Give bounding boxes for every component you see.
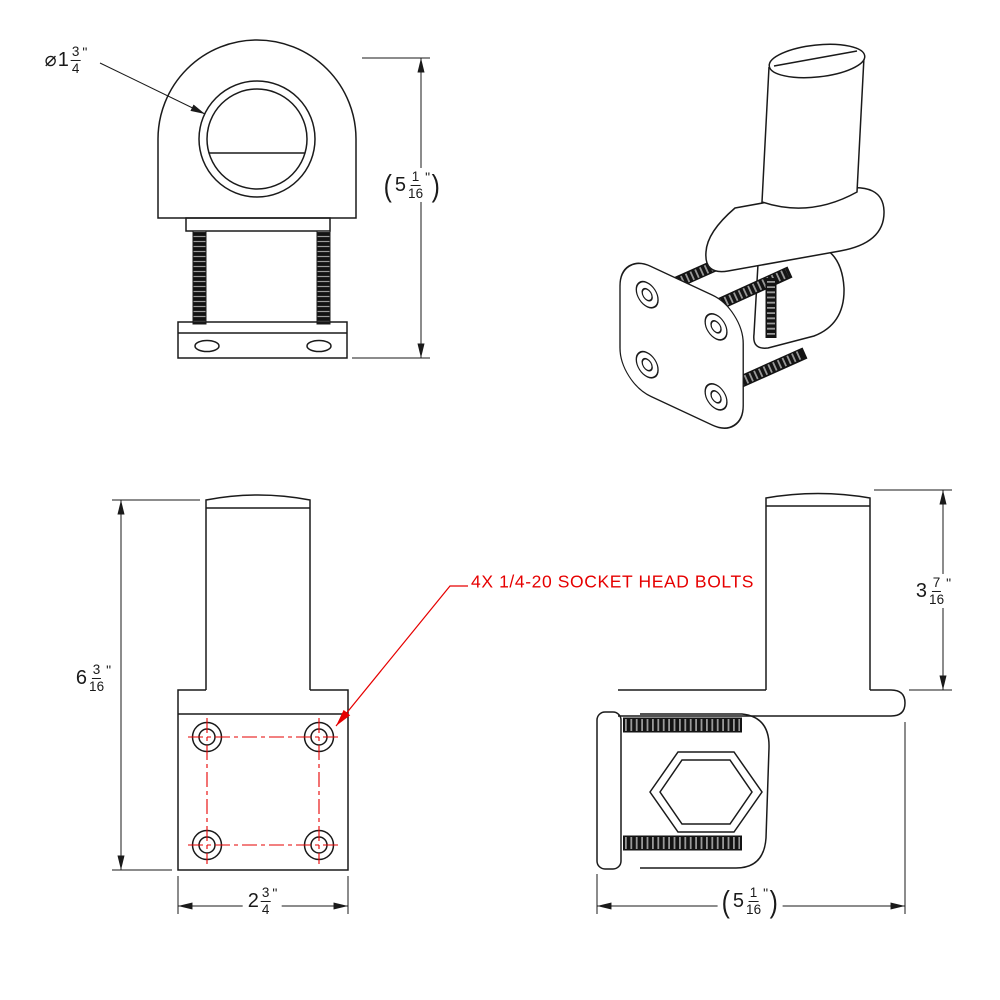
paren-close: ) bbox=[770, 883, 779, 919]
fraction-numerator: 3 bbox=[260, 884, 271, 902]
iso-front-plate bbox=[619, 262, 744, 429]
fraction-denominator: 16 bbox=[408, 185, 424, 201]
dim-whole: 3 bbox=[915, 580, 928, 602]
diameter-dimension-label: ⌀ 1 3 4 " bbox=[40, 42, 92, 78]
dim-fraction: 1 16 bbox=[746, 885, 761, 917]
base-plate bbox=[177, 321, 348, 359]
bolt-note-label: 4X 1/4-20 SOCKET HEAD BOLTS bbox=[471, 571, 755, 592]
tube-bore-inner bbox=[206, 88, 308, 190]
fraction-denominator: 4 bbox=[71, 60, 80, 76]
tube-bore-outer bbox=[198, 80, 316, 198]
fraction-denominator: 4 bbox=[261, 901, 270, 917]
paren-close: ) bbox=[432, 167, 441, 203]
socket-bolts bbox=[191, 721, 335, 861]
dim-unit: " bbox=[425, 168, 431, 185]
dim-unit: " bbox=[946, 574, 952, 591]
tube-outline bbox=[765, 492, 871, 690]
iso-cylinder-slot bbox=[773, 50, 858, 67]
dim-fraction: 7 16 bbox=[929, 575, 944, 607]
paren-open: ( bbox=[721, 883, 730, 919]
dim-unit: " bbox=[82, 43, 88, 60]
flange-outline bbox=[177, 689, 349, 871]
iso-cylinder-top bbox=[768, 43, 866, 79]
threaded-rod-left bbox=[192, 230, 207, 325]
dim-unit: " bbox=[106, 661, 112, 678]
fraction-numerator: 7 bbox=[931, 574, 942, 592]
flange-edge-outline bbox=[618, 689, 906, 717]
tube-outline bbox=[205, 494, 311, 690]
rail-section-inner bbox=[659, 759, 753, 825]
clamp-plate-edge bbox=[596, 711, 622, 870]
dim-fraction: 1 16 bbox=[408, 169, 423, 201]
dim-whole: 1 bbox=[57, 49, 69, 71]
plate-width-dimension-label: 2 3 4 " bbox=[242, 883, 282, 919]
fraction-numerator: 1 bbox=[748, 884, 759, 902]
bottom-front-view bbox=[177, 494, 349, 871]
dim-fraction: 3 4 bbox=[70, 43, 81, 76]
front-view bbox=[157, 39, 357, 359]
side-view bbox=[596, 492, 906, 870]
dim-whole: 6 bbox=[75, 667, 88, 689]
fraction-denominator: 16 bbox=[89, 678, 105, 694]
dim-prefix: ⌀ bbox=[44, 49, 57, 71]
clamp-head-outline bbox=[157, 39, 357, 219]
diameter-leader bbox=[99, 62, 206, 115]
bolt-centerlines bbox=[188, 718, 338, 864]
dim-unit: " bbox=[763, 884, 769, 901]
fraction-denominator: 16 bbox=[746, 901, 762, 917]
iso-plate-face bbox=[619, 262, 744, 429]
dim-unit: " bbox=[272, 884, 278, 901]
threaded-rod-right bbox=[316, 230, 331, 325]
dim-fraction: 3 4 bbox=[260, 884, 271, 917]
base-slot-right bbox=[306, 339, 332, 353]
head-neck bbox=[185, 217, 331, 232]
overall-depth-dimension-label: ( 5 1 16 " ) bbox=[717, 883, 783, 919]
dim-whole: 2 bbox=[247, 890, 259, 912]
iso-cylinder bbox=[761, 56, 865, 209]
fraction-denominator: 16 bbox=[929, 591, 945, 607]
paren-open: ( bbox=[383, 167, 392, 203]
fraction-numerator: 1 bbox=[410, 168, 421, 186]
dim-whole: 5 bbox=[394, 174, 407, 196]
bolt-note-leader bbox=[335, 585, 468, 727]
base-slot-left bbox=[194, 339, 220, 353]
dim-fraction: 3 16 bbox=[89, 662, 104, 694]
side-view-rods bbox=[623, 717, 742, 851]
bottom-front-dimensions bbox=[112, 499, 349, 914]
fraction-numerator: 3 bbox=[70, 43, 81, 61]
fraction-numerator: 3 bbox=[91, 661, 102, 679]
rail-section-outer bbox=[649, 751, 763, 833]
iso-socket-screws bbox=[635, 280, 728, 411]
tube-height-dimension-label: 3 7 16 " bbox=[910, 573, 956, 609]
front-view-dimensions bbox=[99, 57, 430, 359]
overall-height-dimension-label: 6 3 16 " bbox=[70, 660, 116, 696]
dim-whole: 5 bbox=[732, 890, 745, 912]
isometric-view bbox=[619, 43, 885, 429]
clamp-c-body bbox=[640, 713, 770, 869]
iso-bracket-plate bbox=[705, 186, 885, 273]
front-height-dimension-label: ( 5 1 16 " ) bbox=[379, 167, 445, 203]
